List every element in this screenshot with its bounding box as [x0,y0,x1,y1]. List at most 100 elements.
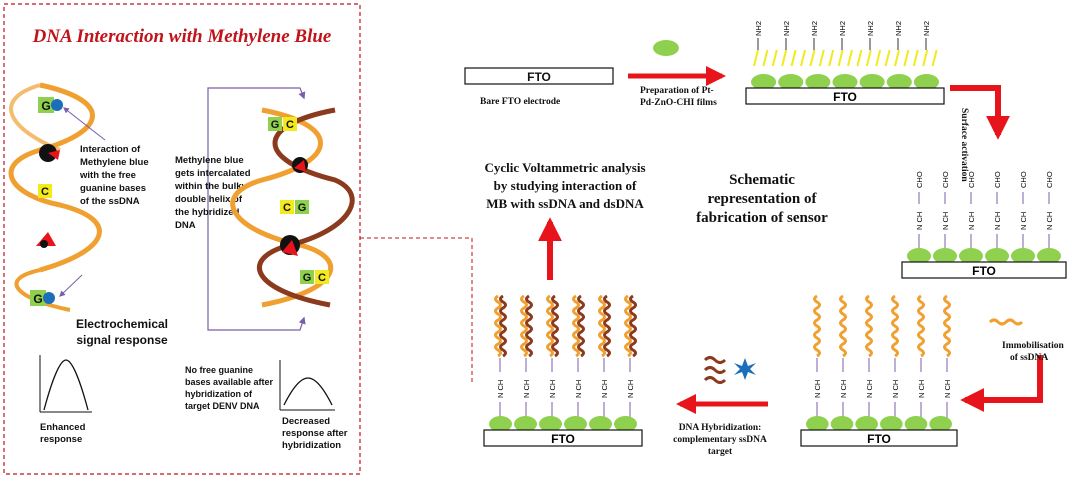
dsdna-strand-b [603,294,611,358]
chitosan-strand [931,49,938,67]
nanocomposite-bead [805,74,831,90]
imine-label: N CH [865,380,874,398]
ssdna-bases: G C G [30,97,63,306]
imine-label: N CH [548,380,557,398]
hybridization-label: DNA Hybridization: complementary ssDNA t… [673,423,767,457]
panel-title: DNA Interaction with Methylene Blue [32,26,332,47]
bare-fto-caption: Bare FTO electrode [480,97,560,107]
chitosan-strand [762,49,769,67]
immobilisation-label: Immobilisation of ssDNA [1002,341,1064,363]
svg-text:hybridization: hybridization [282,440,341,451]
dsdna-note: Methylene blue gets intercalated within … [174,155,251,231]
imine-label: N CH [891,380,900,398]
chitosan-strand [800,49,806,67]
nanocomposite-bead [886,74,912,90]
aldehyde-label: CHO [967,171,976,188]
svg-text:of ssDNA: of ssDNA [1010,353,1048,363]
svg-text:Methylene blue: Methylene blue [80,157,149,168]
nanocomposite-bead [880,416,903,432]
svg-text:within the bulky: within the bulky [174,181,247,192]
ssdna-probe [839,294,847,358]
amine-label: NH2 [810,21,819,36]
svg-text:with the free: with the free [79,170,136,181]
transition-loop [207,87,262,331]
svg-text:gets intercalated: gets intercalated [175,168,251,179]
svg-text:fabrication of sensor: fabrication of sensor [696,210,828,226]
svg-text:by studying interaction of: by studying interaction of [494,178,637,193]
dsdna-helix: G C C G G C [230,107,355,308]
svg-text:representation of: representation of [707,191,817,207]
svg-text:Electrochemical: Electrochemical [76,317,168,331]
chitosan-strand [884,49,891,67]
chitosan-strand [922,49,929,67]
target-dna-icon [703,356,727,384]
svg-text:Preparation of Pt-: Preparation of Pt- [640,86,714,96]
base-g2: G [33,292,42,306]
methylene-blue-star-icon [734,358,756,380]
decreased-label: Decreased response after hybridization [282,416,348,451]
amine-label: NH2 [866,21,875,36]
imine-label: N CH [967,212,976,230]
dsdna-strand-b [577,294,585,358]
chitosan-strand [912,49,919,67]
nanocomposite-bead [589,416,612,432]
no-guanine-note: No free guanine bases available after hy… [185,365,274,411]
chitosan-strand [818,49,825,67]
decreased-response-plot [279,360,335,411]
amine-label: NH2 [922,21,931,36]
svg-text:Cyclic Voltammetric analysis: Cyclic Voltammetric analysis [484,160,645,175]
nanocomposite-bead [985,248,1009,264]
ssdna-probe [891,294,899,358]
svg-text:MB with ssDNA and dsDNA: MB with ssDNA and dsDNA [486,196,644,211]
imine-label: N CH [496,380,505,398]
imine-label: N CH [574,380,583,398]
dsdna-strand-a [572,294,580,358]
nanocomposite-bead [855,416,879,432]
svg-text:C: C [286,119,294,131]
fto-label: FTO [551,432,575,446]
ssdna-helix [8,82,102,312]
imine-label: N CH [626,380,635,398]
signal-heading: Electrochemical signal response [76,317,168,347]
svg-text:C: C [283,202,291,214]
nanocomposite-bead [933,248,957,264]
svg-text:No free guanine: No free guanine [185,365,253,375]
nanocomposite-bead [806,416,829,432]
dsdna-strand-a [520,294,528,358]
ssdna-probe-icon [988,318,1024,326]
nanocomposite-bead [778,74,804,90]
nanocomposite-bead [539,416,562,432]
step-arrow-immobilisation [960,355,1043,412]
svg-text:Methylene blue: Methylene blue [175,155,244,166]
chitosan-strand [837,49,844,67]
svg-text:Immobilisation: Immobilisation [1002,341,1064,351]
dsdna-strand-b [629,294,637,358]
nanocomposite-bead [564,416,587,432]
fto-substrate [800,429,958,447]
svg-text:response after: response after [282,428,348,439]
enhanced-label: Enhanced response [40,422,86,445]
base-c1: C [41,186,49,198]
nanocomposite-bead [913,74,940,90]
chitosan-strand [856,49,863,67]
nanocomposite-bead [614,416,637,432]
ssdna-note: Interaction of Methylene blue with the f… [79,144,149,207]
svg-text:response: response [40,434,82,445]
enhanced-response-plot [39,355,92,413]
chitosan-strand [894,49,900,67]
nanoparticle-icon [653,40,679,56]
svg-text:Pd-ZnO-CHI films: Pd-ZnO-CHI films [640,98,717,108]
svg-text:G: G [298,202,307,214]
svg-text:G: G [271,119,280,131]
svg-text:complementary ssDNA: complementary ssDNA [673,435,767,445]
chitosan-strand [771,49,778,67]
fto-label: FTO [867,432,891,446]
imine-label: N CH [600,380,609,398]
dsdna-strand-a [494,294,502,358]
svg-text:the hybridized: the hybridized [175,207,240,218]
cv-analysis-label: Cyclic Voltammetric analysis by studying… [484,160,645,211]
amine-label: NH2 [894,21,903,36]
nanocomposite-bead [1011,248,1035,264]
